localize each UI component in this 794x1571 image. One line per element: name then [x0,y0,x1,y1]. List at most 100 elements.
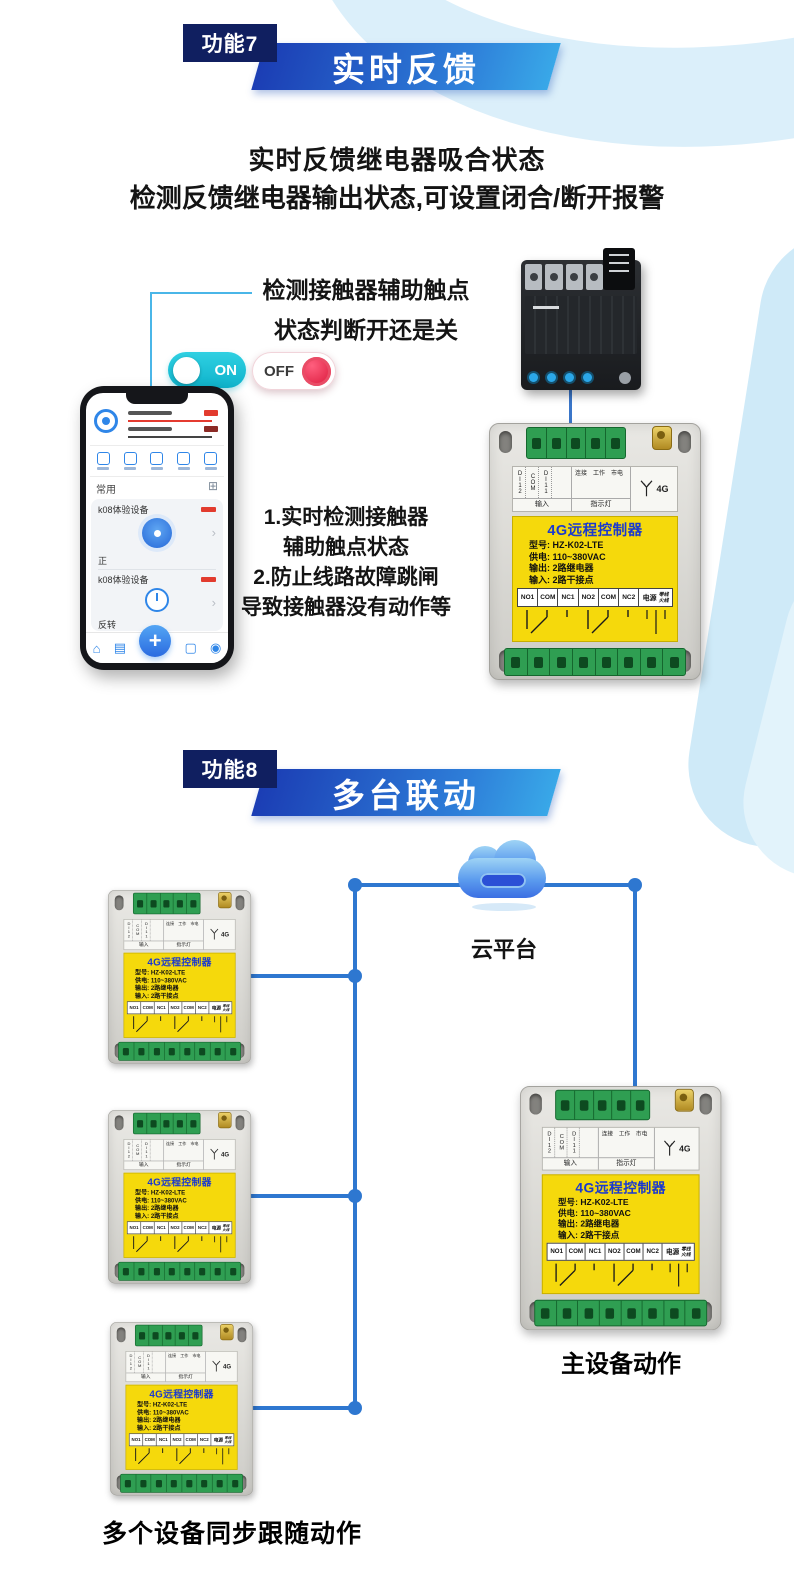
controller-slot-master: DI12 COM DI11 输入 连接 工作 市电 指示灯 4G [520,1086,722,1331]
apps-icon[interactable]: ▤ [113,640,126,655]
power-terminal-label: 电源 零线 火线 [639,589,672,606]
controller-device: DI12 COM DI11 输入 连接 工作 市电 指示灯 4G [108,1110,252,1284]
callout-line2: 状态判断开还是关 [274,317,458,343]
indicator-panel: DI12 COM DI11 输入 连接 工作 市电 指示灯 4G [125,1351,238,1383]
antenna-icon [664,1140,676,1156]
terminal-label: NC1 [155,1002,169,1014]
input-col-label: COM [135,1351,144,1373]
indicator-caption: 指示灯 [164,940,204,950]
app-tab[interactable] [177,452,191,470]
chevron-right-icon[interactable]: › [211,595,216,610]
terminal-hole [596,649,619,675]
device-state: 反转 [98,620,117,630]
section8-banner: 多台联动 [251,769,561,816]
terminal-hole [160,1113,174,1134]
terminal-block-bottom [534,1299,708,1327]
terminal-hole [121,1474,137,1493]
input-columns: DI12 COM DI11 输入 [513,467,572,511]
terminal-block-top [132,1112,201,1135]
terminal-hole [226,1043,241,1061]
device-spec: 输出: 2路继电器 [137,1416,181,1424]
device-label: 4G远程控制器 型号: HZ-K02-LTE 供电: 110~380VAC 输出… [512,516,678,642]
toggle-off-knob [302,356,331,386]
list-item[interactable]: k08体验设备 [98,503,216,516]
home-icon[interactable]: ⌂ [92,640,101,656]
grid-view-icon[interactable]: ⊞ [207,479,218,493]
terminal-hole [664,1300,686,1326]
power-symbol [669,1263,688,1287]
callout-line1: 检测接触器辅助触点 [262,277,470,303]
mount-slot [529,1093,542,1115]
bottom-nav: ⌂ ▤ + ▢ ◉ [86,625,228,663]
cloud-shadow [472,903,536,911]
device-spec: 型号: HZ-K02-LTE [135,1188,186,1196]
terminal-hole [149,1042,165,1061]
input-caption: 输入 [124,1160,164,1170]
network-indicator: 4G [655,1128,699,1170]
phone-mockup: 常用 ⊞ k08体验设备 › 正 k08体验设备 [80,386,234,670]
run-button[interactable] [142,518,172,548]
power-button[interactable] [145,588,169,612]
list-item[interactable]: k08体验设备 [98,573,216,586]
section7-title: 实时反馈 [332,50,480,88]
antenna-connector [652,426,672,450]
terminal-label: NO1 [548,1243,567,1260]
power-symbol [646,610,666,634]
input-col-label: DI11 [568,1127,580,1158]
input-col-label: DI12 [124,919,133,941]
network-label: 4G [223,1363,232,1370]
terminal-block-top [134,1324,203,1347]
terminal-hole [134,893,148,914]
status-label: 连接 [168,1354,177,1359]
follower-devices-label: 多个设备同步跟随动作 [102,1520,363,1548]
power-symbol [214,1016,228,1033]
antenna-icon [210,928,219,940]
input-col-label: COM [133,1139,142,1161]
app-tab[interactable] [123,452,137,470]
app-tab[interactable] [150,452,164,470]
terminal-hole [180,1262,196,1281]
toggle-off[interactable]: OFF [252,352,336,390]
app-tab[interactable] [204,452,218,470]
input-col-label: DI11 [144,1351,153,1373]
toggle-on-label: ON [214,361,238,379]
terminal-hole [119,1262,135,1281]
app-tab[interactable] [96,452,110,470]
status-label: 工作 [593,471,606,477]
doc-icon[interactable]: ▢ [184,640,197,655]
device-state: 正 [98,556,108,566]
terminal-legend: NO1 COM NC1 NO2 COM NC2 电源 零线 火线 [517,588,673,607]
cloud-band [480,873,526,888]
input-columns: DI12 COM DI11 输入 [124,919,165,950]
relay-symbol [135,1448,164,1465]
status-chip [204,410,218,416]
controller-device: DI12 COM DI11 输入 连接 工作 市电 指示灯 4G [520,1086,722,1331]
contactor-wire [569,388,572,426]
profile-icon[interactable]: ◉ [210,640,222,655]
toggle-on[interactable]: ON [168,352,246,388]
status-label: 市电 [190,1142,199,1147]
chevron-right-icon[interactable]: › [211,525,216,540]
status-label: 市电 [611,471,624,477]
terminal-label: COM [143,1434,157,1446]
terminal-hole [575,1090,594,1120]
note-line: 2.防止线路故障跳闸 [253,566,439,589]
text-placeholder [128,411,172,415]
terminal-label: NO1 [518,589,539,606]
live-line-label: 火线 [222,1227,230,1232]
add-device-button[interactable]: + [139,625,172,657]
terminal-hole [228,1475,243,1493]
terminal-label: NO1 [128,1222,142,1234]
terminal-block-bottom [120,1473,243,1493]
live-line-label: 火线 [658,597,669,604]
terminal-label: COM [184,1434,198,1446]
link-node [348,1189,362,1203]
status-leds: 连接 工作 市电 指示灯 [572,467,631,511]
network-indicator: 4G [631,467,677,511]
terminal-hole [528,649,551,675]
terminal-hole [149,1325,163,1346]
power-label: 电源 [642,594,657,602]
terminal-hole [195,1262,211,1281]
cloud-platform-label: 云平台 [470,937,537,962]
section-header: 常用 ⊞ [96,479,218,496]
